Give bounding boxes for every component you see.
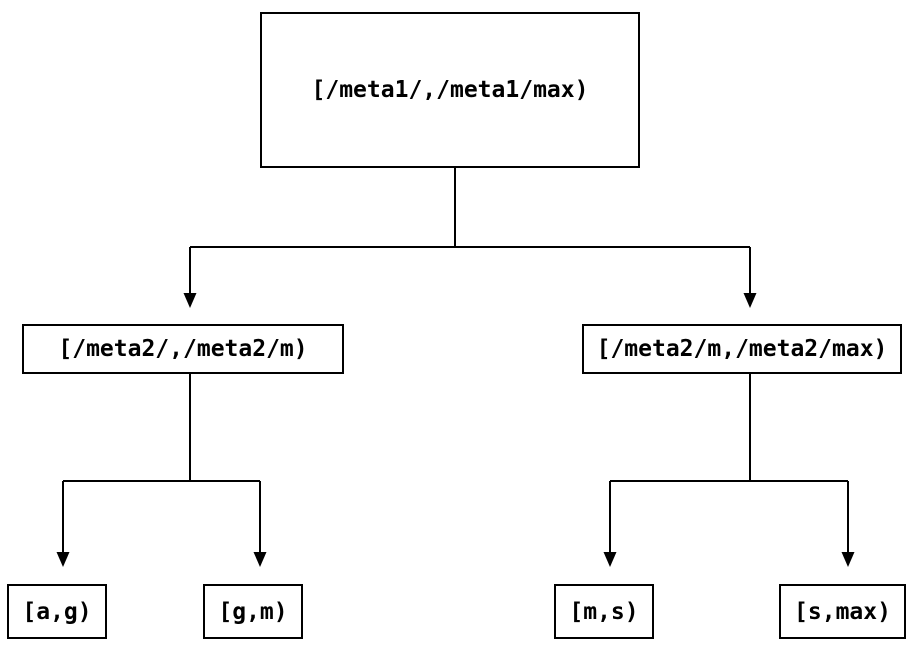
node-label: [/meta2/m,/meta2/max) [596,336,888,362]
edge-meta2-left-to-children [56,374,267,567]
edge-meta2-right-to-children [603,374,855,567]
node-label: [/meta1/,/meta1/max) [311,77,589,103]
arrowhead-down-icon [603,552,617,567]
arrowhead-down-icon [253,552,267,567]
node-leaf-ag: [a,g) [7,584,107,639]
node-label: [a,g) [22,598,92,625]
node-leaf-ms: [m,s) [554,584,654,639]
edge-root-to-children [183,168,757,308]
arrowhead-down-icon [183,293,197,308]
node-meta2-left: [/meta2/,/meta2/m) [22,324,344,374]
arrowhead-down-icon [743,293,757,308]
node-label: [/meta2/,/meta2/m) [58,336,308,362]
node-leaf-gm: [g,m) [203,584,303,639]
arrowhead-down-icon [56,552,70,567]
node-label: [g,m) [218,598,288,625]
node-leaf-smax: [s,max) [779,584,906,639]
node-label: [s,max) [794,598,891,625]
node-meta2-right: [/meta2/m,/meta2/max) [582,324,902,374]
arrowhead-down-icon [841,552,855,567]
node-label: [m,s) [569,598,639,625]
node-root-meta1: [/meta1/,/meta1/max) [260,12,640,168]
